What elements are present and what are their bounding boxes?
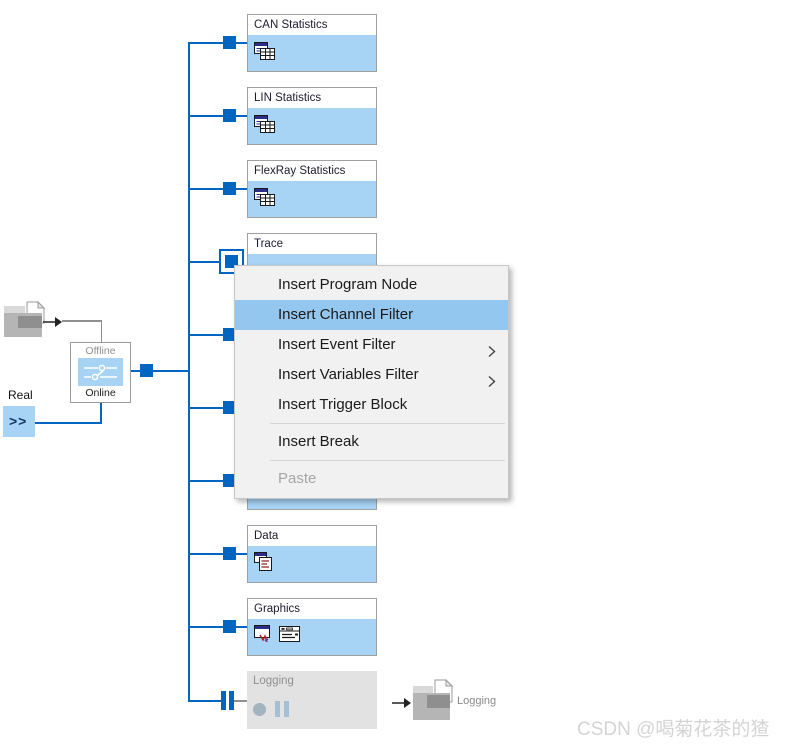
offline-file-icon[interactable] [3,300,49,346]
connection-node-data[interactable] [223,547,236,560]
connection-node-hidden-1[interactable] [223,328,236,341]
logging-file-icon[interactable] [412,678,456,728]
block-title: Graphics [248,599,376,619]
real-source-block[interactable]: >> [3,406,35,437]
menu-item-insert-event-filter[interactable]: Insert Event Filter [235,330,508,360]
switch-output-line [130,370,188,372]
block-logging[interactable]: Logging [247,671,377,729]
block-title: CAN Statistics [248,15,376,35]
connection-node-hidden-2[interactable] [223,401,236,414]
offline-label: Offline [85,345,116,357]
offline-file-line-v [100,320,102,342]
menu-item-insert-break[interactable]: Insert Break [278,433,359,450]
logging-output-label: Logging [457,695,497,707]
block-title: Logging [253,675,294,687]
statistics-table-icon [254,114,276,139]
connection-node-trace[interactable] [225,255,238,268]
trunk-line [188,42,190,702]
arrow-right-icon [43,315,63,333]
logging-break-bar-2[interactable] [229,691,234,710]
branch-line-can [188,42,247,44]
block-title: FlexRay Statistics [248,161,376,181]
data-report-icon [254,551,274,577]
connection-node-hidden-3[interactable] [223,474,236,487]
block-data[interactable]: Data [247,525,377,583]
block-title: Data [248,526,376,546]
menu-separator [270,423,505,424]
block-lin-statistics[interactable]: LIN Statistics [247,87,377,145]
logging-break-bar-1[interactable] [221,691,226,710]
branch-line-trace [188,261,220,263]
menu-item-insert-channel-filter[interactable]: Insert Channel Filter [235,300,508,330]
branch-line-flexray [188,188,247,190]
graphics-plot-icon [254,624,274,650]
block-title: LIN Statistics [248,88,376,108]
arrow-right-icon [392,696,412,714]
online-label: Online [85,387,116,399]
block-can-statistics[interactable]: CAN Statistics [247,14,377,72]
block-flexray-statistics[interactable]: FlexRay Statistics [247,160,377,218]
branch-line-logging [188,700,221,702]
branch-line-hidden-1 [188,334,238,336]
block-graphics[interactable]: Graphics [247,598,377,656]
menu-item-paste[interactable]: Paste [278,470,317,487]
watermark-text: CSDN @喝菊花茶的猹 [577,719,770,740]
logging-stub-line [234,700,247,702]
branch-line-graphics [188,626,247,628]
connection-node-switch[interactable] [140,364,153,377]
branch-line-hidden-2 [188,407,238,409]
real-line-h [35,422,102,424]
context-menu: Insert Program Node Insert Channel Filte… [234,265,509,499]
connection-node-graphics[interactable] [223,620,236,633]
branch-line-hidden-3 [188,480,238,482]
menu-item-insert-trigger-block[interactable]: Insert Trigger Block [278,396,408,413]
menu-item-insert-variables-filter[interactable]: Insert Variables Filter [235,360,508,390]
menu-item-insert-program-node[interactable]: Insert Program Node [278,276,418,293]
statistics-table-icon [254,187,276,212]
record-circle-icon [253,702,266,716]
chevron-right-icon [488,369,496,399]
chevron-right-icon [488,339,496,369]
block-title: Trace [248,234,376,254]
real-label: Real [8,388,33,402]
real-line-v [100,403,102,424]
connection-node-lin[interactable] [223,109,236,122]
branch-line-lin [188,115,247,117]
connection-node-can[interactable] [223,36,236,49]
chevrons-label: >> [9,413,28,429]
graphics-legend-icon [279,626,301,648]
branch-line-data [188,553,247,555]
offline-file-line-h [62,320,102,322]
menu-separator [270,460,505,461]
offline-online-switch[interactable]: Offline Online [70,342,131,403]
statistics-table-icon [254,41,276,66]
toggle-switch-icon[interactable] [78,358,123,386]
pause-icon [275,701,289,717]
connection-node-flexray[interactable] [223,182,236,195]
